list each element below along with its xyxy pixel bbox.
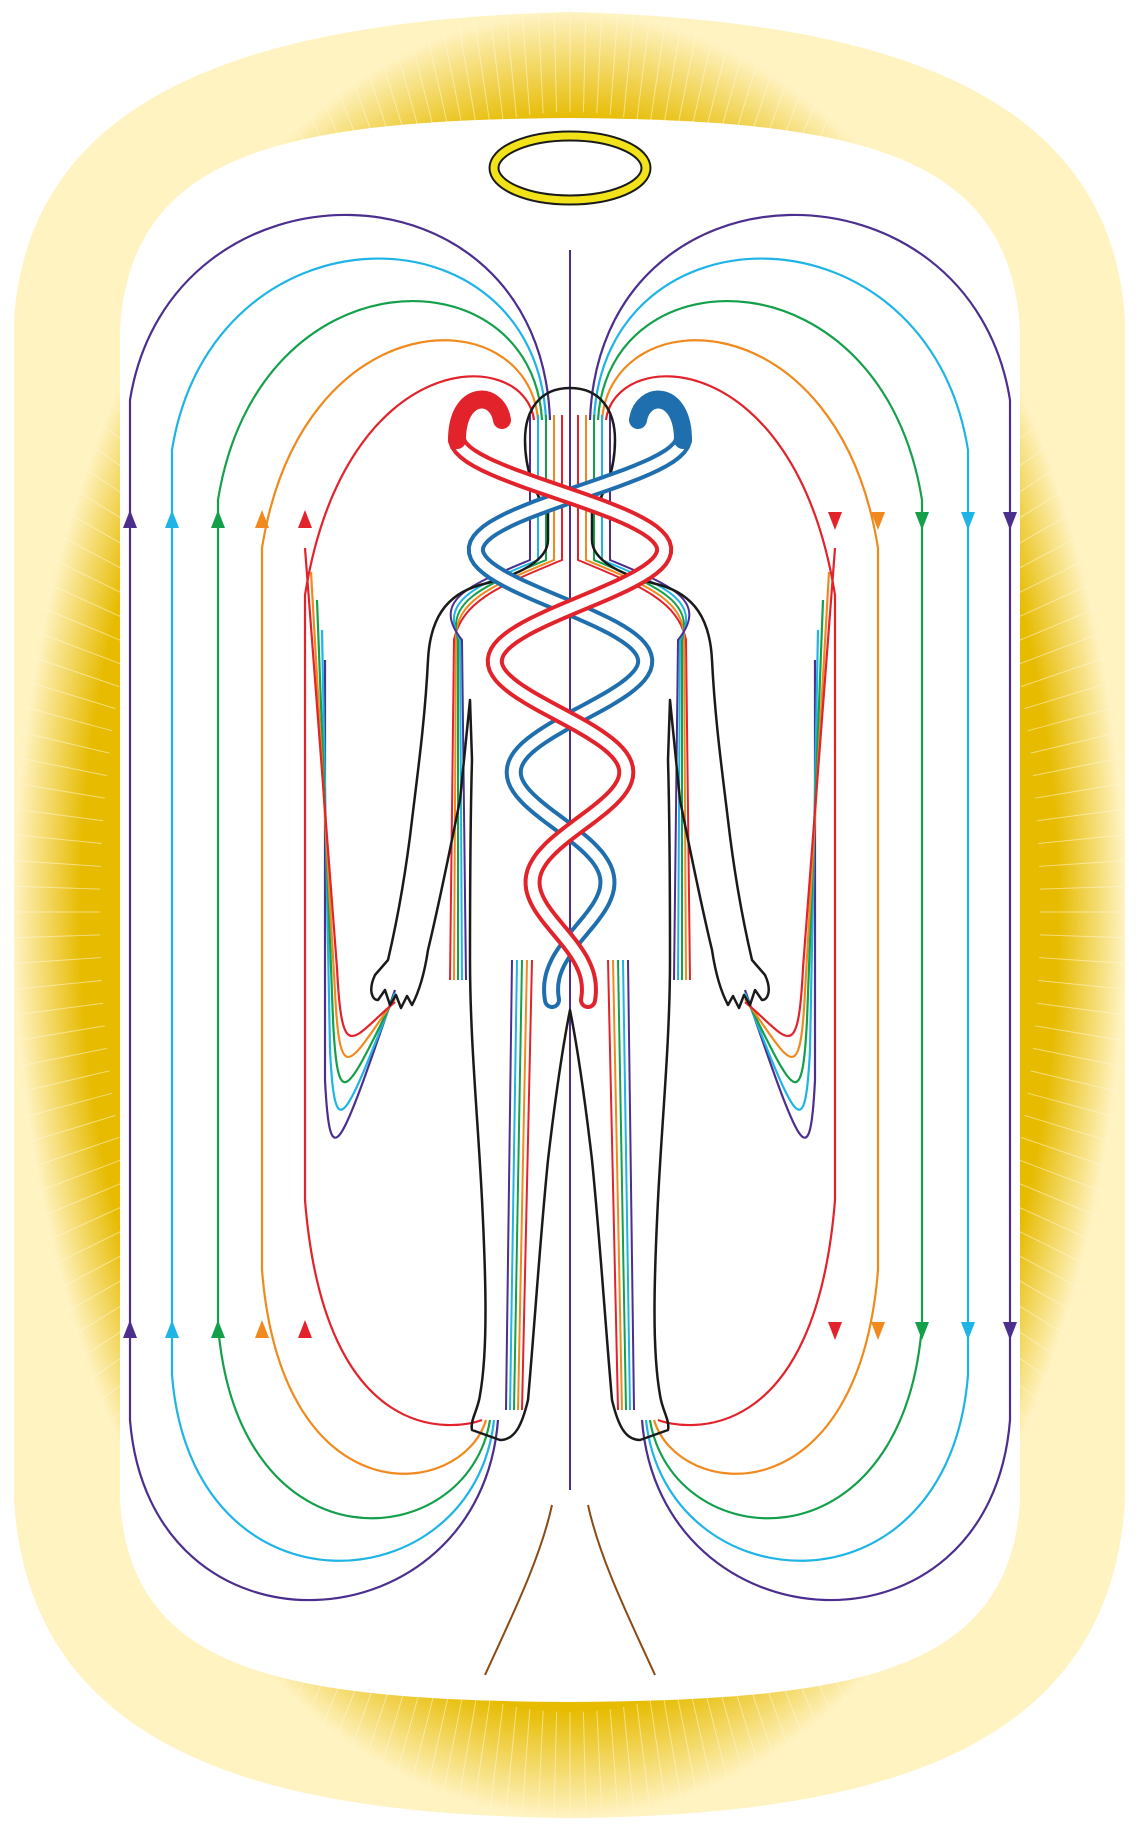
energy-field-diagram [0, 0, 1139, 1827]
diagram-svg [0, 0, 1139, 1827]
